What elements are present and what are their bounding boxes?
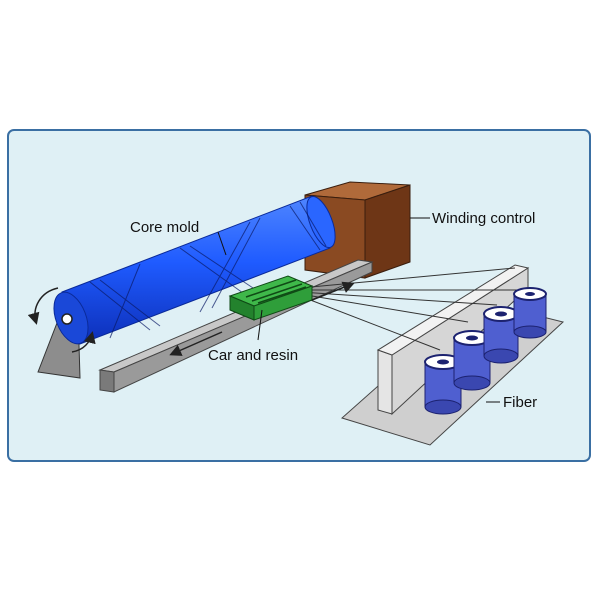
direction-arrow-icon bbox=[169, 281, 355, 356]
core-mold bbox=[53, 195, 336, 345]
car bbox=[228, 275, 314, 321]
rotation-arrow-icon bbox=[27, 287, 96, 353]
fiber-spool bbox=[513, 287, 547, 339]
fiber-spool bbox=[453, 330, 491, 391]
label-car-and-resin: Car and resin bbox=[208, 347, 298, 364]
label-fiber: Fiber bbox=[503, 394, 537, 411]
label-core-mold: Core mold bbox=[130, 219, 199, 236]
fiber-spool bbox=[483, 306, 519, 364]
label-winding-control: Winding control bbox=[432, 210, 535, 227]
fiber-spool bbox=[424, 354, 462, 415]
core-mold-leader bbox=[217, 231, 227, 256]
car-leader bbox=[257, 309, 263, 341]
